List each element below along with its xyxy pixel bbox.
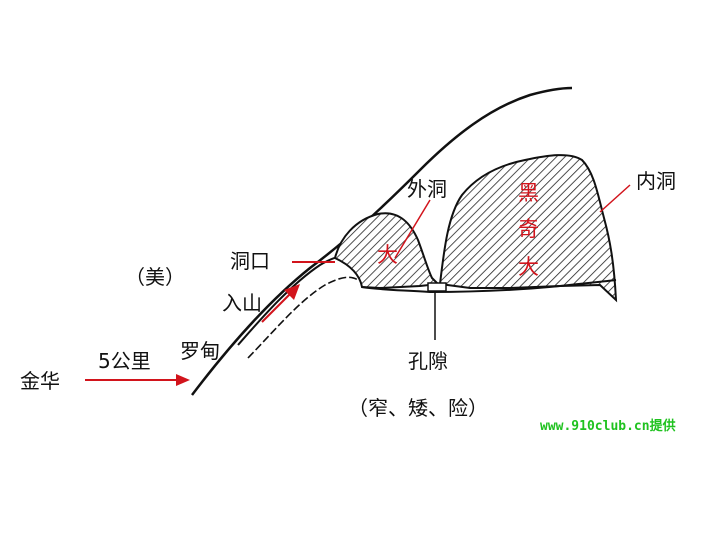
entrance-arrow-head	[284, 284, 300, 300]
entrance-arrow-shaft	[261, 291, 293, 323]
watermark-text: www.910club.cn提供	[540, 418, 676, 434]
label-mei: （美）	[125, 265, 185, 289]
label-kongxi: 孔隙	[408, 349, 448, 373]
label-distance: 5公里	[98, 349, 151, 373]
waidong-pointer	[394, 199, 431, 259]
label-kongxi-note: （窄、矮、险）	[348, 396, 488, 420]
label-waidong: 外洞	[407, 177, 447, 201]
cave-floor	[361, 279, 617, 294]
label-waidong-da: 大	[377, 243, 398, 267]
label-neidong: 内洞	[636, 169, 676, 193]
label-luodian: 罗甸	[180, 339, 220, 363]
neidong-pointer	[599, 184, 631, 213]
label-neidong-hei: 黑	[518, 181, 539, 205]
mountain-outline	[191, 86, 573, 396]
entrance-passage-lower	[247, 276, 359, 359]
label-neidong-da: 大	[518, 255, 539, 279]
jinhua-arrow-head	[176, 374, 190, 386]
outer-cave-hall	[333, 212, 441, 290]
label-dongkou: 洞口	[230, 249, 270, 273]
label-jinhua: 金华	[20, 369, 60, 393]
label-ru-shan: 入山	[222, 291, 262, 315]
crevice-gap	[427, 282, 447, 292]
inner-cave-hall	[438, 154, 618, 303]
label-neidong-qi: 奇	[518, 217, 539, 241]
